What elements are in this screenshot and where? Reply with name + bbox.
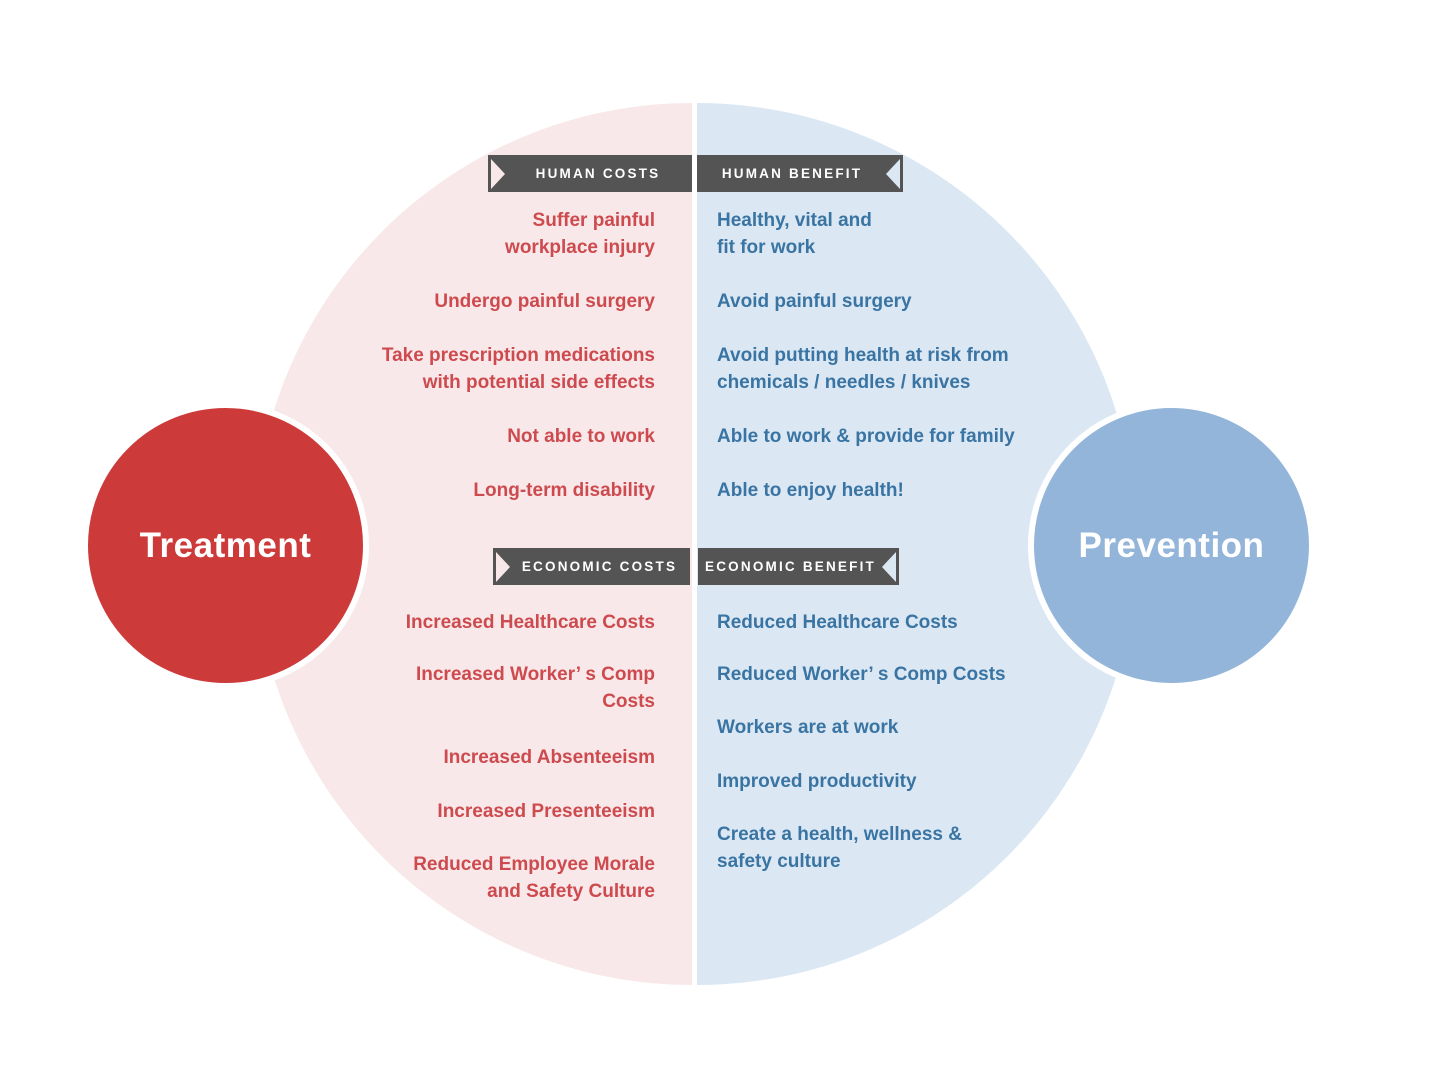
cost-item-medications: Take prescription medications with poten… [381,345,655,393]
cost-item-long-term-disability: Long-term disability [473,480,655,501]
benefit-item-enjoy-health: Able to enjoy health! [717,480,904,501]
benefit-item-productivity: Improved productivity [717,771,917,792]
human-benefit-banner-label: HUMAN BENEFIT [721,166,863,181]
human-costs-banner-label: HUMAN COSTS [535,166,661,181]
cost-item-presenteeism: Increased Presenteeism [437,801,655,822]
prevention-label: Prevention [1078,525,1265,565]
cost-item-painful-surgery: Undergo painful surgery [434,291,655,312]
benefit-item-workers-at-work: Workers are at work [717,717,899,738]
human-costs-banner: HUMAN COSTS [488,155,692,192]
cost-item-employee-morale: Reduced Employee Morale and Safety Cultu… [413,854,655,902]
cost-item-not-able-to-work: Not able to work [507,426,655,447]
ribbon-tail-icon [496,551,510,582]
human-benefit-banner: HUMAN BENEFIT [697,155,903,192]
benefit-item-avoid-surgery: Avoid painful surgery [717,291,912,312]
benefit-item-avoid-risk: Avoid putting health at risk from chemic… [717,345,1009,393]
economic-benefit-banner-label: ECONOMIC BENEFIT [705,559,876,574]
benefit-item-provide-family: Able to work & provide for family [717,426,1015,447]
economic-benefit-banner: ECONOMIC BENEFIT [698,548,899,585]
benefit-item-workers-comp: Reduced Worker’ s Comp Costs [717,664,1006,685]
ribbon-tail-icon [882,551,896,582]
benefit-item-healthcare-costs: Reduced Healthcare Costs [717,612,958,633]
cost-item-workers-comp: Increased Worker’ s Comp Costs [415,664,655,712]
cost-item-healthcare-costs: Increased Healthcare Costs [405,612,655,633]
ribbon-tail-icon [886,158,900,189]
cost-item-workplace-injury: Suffer painful workplace injury [505,210,655,258]
benefit-item-healthy-fit: Healthy, vital and fit for work [717,210,872,258]
treatment-label: Treatment [139,525,312,565]
economic-costs-banner: ECONOMIC COSTS [493,548,690,585]
benefit-item-safety-culture: Create a health, wellness & safety cultu… [717,824,962,872]
ribbon-tail-icon [491,158,505,189]
economic-costs-banner-label: ECONOMIC COSTS [521,559,678,574]
cost-item-absenteeism: Increased Absenteeism [443,747,655,768]
treatment-circle: Treatment [82,402,369,689]
prevention-circle: Prevention [1028,402,1315,689]
